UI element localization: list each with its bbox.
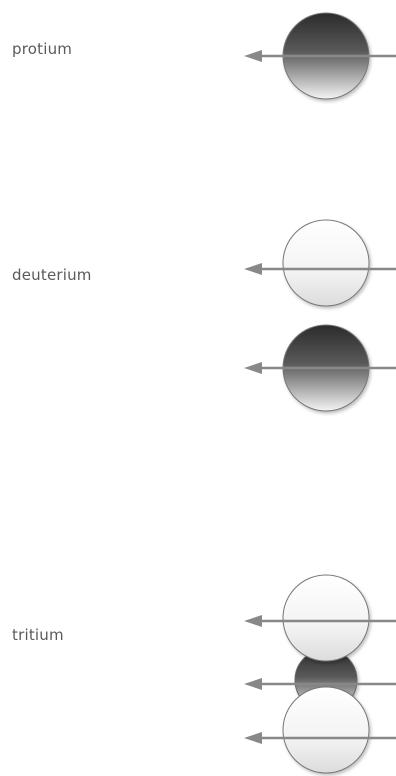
tritium-neutron-top bbox=[283, 575, 369, 661]
deuterium-neutron bbox=[283, 220, 369, 306]
tritium-neutron-bottom bbox=[283, 687, 369, 773]
